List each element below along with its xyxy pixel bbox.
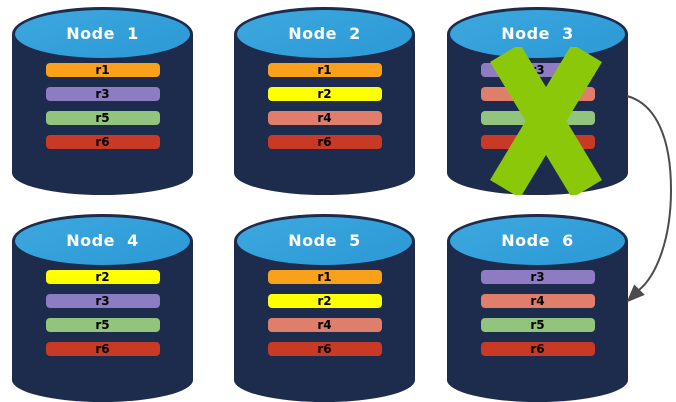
node-5-title: Node 5 bbox=[288, 230, 361, 250]
node-1: Node 1 r1 r3 r5 r6 bbox=[12, 7, 193, 195]
replica-bar: r1 bbox=[267, 63, 382, 77]
replica-bar: r3 bbox=[45, 294, 160, 308]
replica-bar: r2 bbox=[267, 294, 382, 308]
replica-bar: r5 bbox=[480, 318, 595, 332]
replica-bar: r6 bbox=[45, 342, 160, 356]
node-4-cylinder-top: Node 4 bbox=[12, 214, 193, 268]
replica-bar: r3 bbox=[480, 270, 595, 284]
failure-x-icon bbox=[490, 47, 602, 195]
replica-bar: r1 bbox=[267, 270, 382, 284]
node-1-cylinder-top: Node 1 bbox=[12, 7, 193, 61]
node-4-title: Node 4 bbox=[66, 230, 139, 250]
node-2-replica-list: r1 r2 r4 r6 bbox=[234, 63, 415, 149]
node-6-replica-list: r3 r4 r5 r6 bbox=[447, 270, 628, 356]
node-2-cylinder-top: Node 2 bbox=[234, 7, 415, 61]
node-3-cylinder-top: Node 3 bbox=[447, 7, 628, 61]
replica-bar: r6 bbox=[45, 135, 160, 149]
replica-bar: r2 bbox=[45, 270, 160, 284]
node-6: Node 6 r3 r4 r5 r6 bbox=[447, 214, 628, 402]
replica-bar: r5 bbox=[45, 111, 160, 125]
replica-bar: r4 bbox=[267, 111, 382, 125]
node-5-replica-list: r1 r2 r4 r6 bbox=[234, 270, 415, 356]
replica-bar: r5 bbox=[45, 318, 160, 332]
node-4: Node 4 r2 r3 r5 r6 bbox=[12, 214, 193, 402]
node-2-title: Node 2 bbox=[288, 23, 361, 43]
node-6-title: Node 6 bbox=[501, 230, 574, 250]
node-5: Node 5 r1 r2 r4 r6 bbox=[234, 214, 415, 402]
node-3: Node 3 r3 bbox=[447, 7, 628, 195]
replica-bar: r6 bbox=[267, 135, 382, 149]
replica-bar: r3 bbox=[45, 87, 160, 101]
replica-bar: r4 bbox=[480, 294, 595, 308]
replica-bar: r4 bbox=[267, 318, 382, 332]
replica-bar: r6 bbox=[267, 342, 382, 356]
replica-bar: r1 bbox=[45, 63, 160, 77]
node-6-cylinder-top: Node 6 bbox=[447, 214, 628, 268]
node-2: Node 2 r1 r2 r4 r6 bbox=[234, 7, 415, 195]
node-4-replica-list: r2 r3 r5 r6 bbox=[12, 270, 193, 356]
node-1-replica-list: r1 r3 r5 r6 bbox=[12, 63, 193, 149]
replica-bar: r2 bbox=[267, 87, 382, 101]
node-3-title: Node 3 bbox=[501, 23, 574, 43]
replica-bar: r6 bbox=[480, 342, 595, 356]
node-5-cylinder-top: Node 5 bbox=[234, 214, 415, 268]
node-1-title: Node 1 bbox=[66, 23, 139, 43]
